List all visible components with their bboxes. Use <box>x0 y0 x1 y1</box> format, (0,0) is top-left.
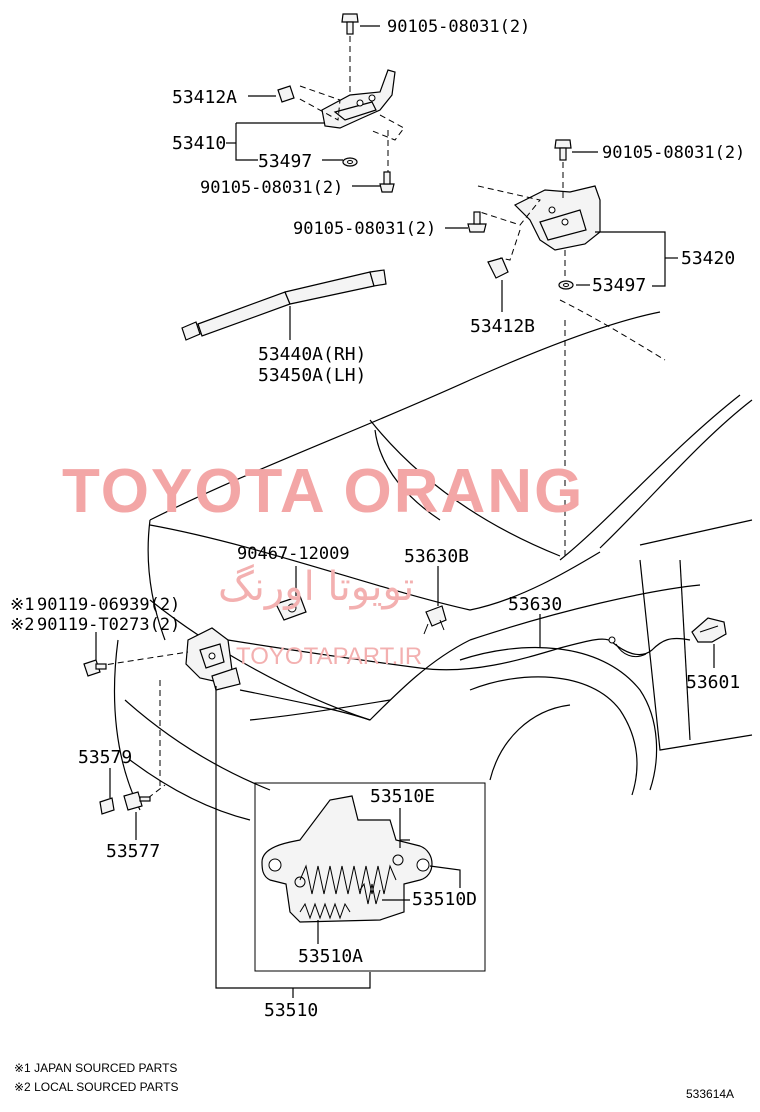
watermark-persian: تویوتا اورنگ <box>218 564 414 610</box>
retainer-icon <box>277 85 295 103</box>
label-bolt-side-rh: 90105-08031(2) <box>293 219 436 239</box>
clip-icon <box>423 605 447 635</box>
label-clamp: 90467-12009 <box>237 544 350 564</box>
watermark-brand: TOYOTA ORANG <box>62 457 584 526</box>
screw-icon <box>83 659 107 677</box>
hood-hinge-lh <box>321 69 396 129</box>
figure-code: 533614A <box>686 1087 734 1101</box>
label-cushion-b: 53577 <box>106 841 160 862</box>
label-lock-assy: 53510 <box>264 1000 318 1021</box>
label-cushion-a: 53579 <box>78 747 132 768</box>
hood-release-cable <box>227 636 691 671</box>
label-washer-rh: 53497 <box>592 275 646 296</box>
label-mark-1: ※1 <box>10 595 34 615</box>
label-bolt-top-rh: 90105-08031(2) <box>602 143 745 163</box>
washer-icon <box>558 280 574 290</box>
label-retainer-a: 53412A <box>172 87 237 108</box>
label-retainer-b: 53412B <box>470 316 535 337</box>
vehicle-body-outline <box>113 299 753 821</box>
label-lock-spring-e: 53510E <box>370 786 435 807</box>
release-lever-icon <box>691 617 727 643</box>
footnote-japan: ※1 JAPAN SOURCED PARTS <box>14 1061 177 1075</box>
label-release-cable: 53630 <box>508 594 562 615</box>
bolt-icon <box>554 139 572 161</box>
label-hinge-rh: 53420 <box>681 248 735 269</box>
footnote-local: ※2 LOCAL SOURCED PARTS <box>14 1080 179 1094</box>
hood-support-strut <box>181 269 387 341</box>
label-clip-cable: 53630B <box>404 546 469 567</box>
label-screw-jp: 90119-06939(2) <box>37 595 180 615</box>
detail-box <box>254 782 486 972</box>
washer-icon <box>342 157 358 167</box>
label-screw-local: 90119-T0273(2) <box>37 615 180 635</box>
clamp-icon <box>275 595 307 621</box>
bolt-icon <box>467 211 487 233</box>
label-washer-lh: 53497 <box>258 151 312 172</box>
label-mark-2: ※2 <box>10 615 34 635</box>
cushion-icon <box>123 791 151 811</box>
label-lock-spring-d: 53510D <box>412 889 477 910</box>
label-bolt-lower-lh: 90105-08031(2) <box>200 178 343 198</box>
label-lock-spring-a: 53510A <box>298 946 363 967</box>
label-support-lh: 53450A(LH) <box>258 365 366 386</box>
watermark-url: TOYOTAPART.IR <box>236 643 422 670</box>
hood-lock-assy <box>185 627 241 691</box>
retainer-icon <box>487 257 509 279</box>
bolt-icon <box>341 13 359 35</box>
label-hinge-lh: 53410 <box>172 133 226 154</box>
hood-hinge-rh <box>513 185 601 251</box>
lock-springs-detail <box>261 795 433 923</box>
cushion-icon <box>99 797 115 815</box>
label-support-rh: 53440A(RH) <box>258 344 366 365</box>
label-release-lever: 53601 <box>686 672 740 693</box>
label-bolt-top-lh: 90105-08031(2) <box>387 17 530 37</box>
bolt-icon <box>379 171 395 193</box>
